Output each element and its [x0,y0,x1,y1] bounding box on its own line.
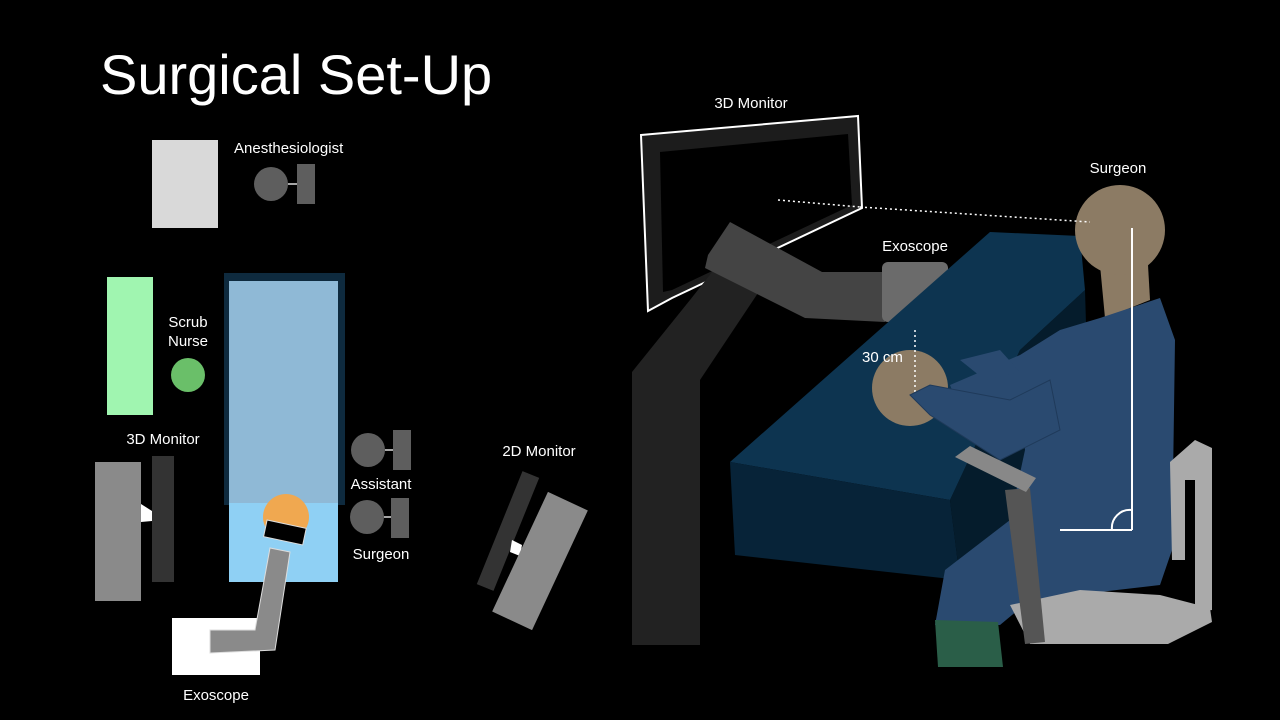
scrub-nurse-icon [171,358,205,392]
side-exoscope-label: Exoscope [882,238,948,255]
side-3d-monitor-label: 3D Monitor [714,95,787,112]
right-angle-marker [1060,228,1133,531]
exoscope-arm-topview [172,519,307,675]
surgeon-icon [350,498,409,538]
distance-label: 30 cm [862,349,903,366]
3d-monitor-label: 3D Monitor [126,431,199,448]
scrub-nurse-label-2: Nurse [168,333,208,350]
sightline [777,199,1091,223]
exoscope-stand [632,262,760,645]
surgeon-head [1075,185,1165,275]
anesthesia-machine [152,140,218,228]
surgeon-shoes [935,620,1003,667]
3d-monitor-sideview [639,114,864,313]
floor-plan: Anesthesiologist Scrub Nurse Exoscope 3D… [95,140,588,704]
anesthesiologist-label: Anesthesiologist [234,140,344,157]
page-title: Surgical Set-Up [100,43,492,106]
assistant-label: Assistant [351,476,413,493]
2d-monitor-topview [476,471,588,631]
anesthesiologist-icon [254,164,315,204]
surgeon-figure [909,185,1175,667]
exoscope-arm [705,222,885,322]
side-view: 3D Monitor Exoscope 30 cm Surgeon [632,95,1212,667]
exoscope-label: Exoscope [183,687,249,704]
instrument-table [107,277,153,415]
surgeon-label: Surgeon [353,546,410,563]
surgeon-chair [955,440,1212,644]
side-surgeon-label: Surgeon [1090,160,1147,177]
scrub-nurse-label-1: Scrub [168,314,207,331]
assistant-icon [351,430,411,470]
3d-monitor-topview [95,456,174,601]
2d-monitor-label: 2D Monitor [502,443,575,460]
